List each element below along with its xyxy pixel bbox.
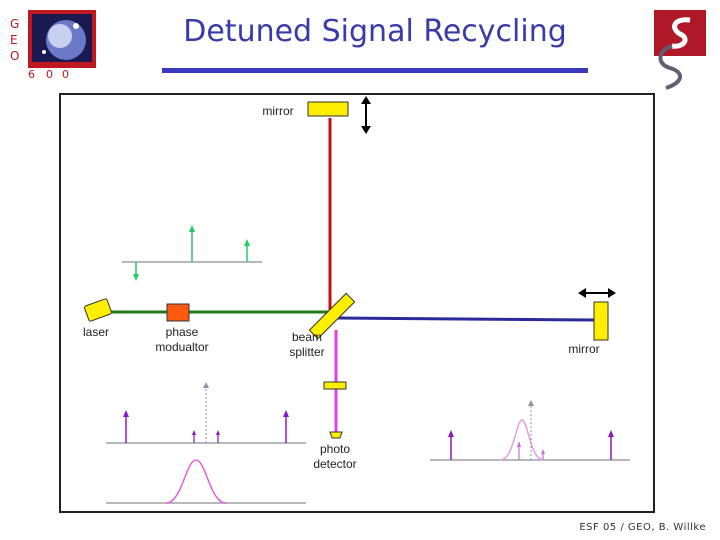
arrowhead-left-icon bbox=[578, 288, 586, 298]
right-mirror bbox=[593, 301, 609, 341]
logo-letter: E bbox=[10, 33, 18, 47]
logo-letter: 0 bbox=[46, 68, 53, 81]
slide-title: Detuned Signal Recycling bbox=[183, 14, 567, 49]
geo600-logo: G E O 6 0 0 bbox=[10, 10, 96, 81]
spectrum-output-right bbox=[430, 400, 630, 461]
beam-splitter-label: beam splitter bbox=[289, 330, 325, 359]
laser-label: laser bbox=[82, 325, 109, 339]
phase-modulator-label: phase modualtor bbox=[155, 325, 209, 354]
output-plate bbox=[323, 381, 347, 390]
slide-footer: ESF 05 / GEO, B. Willke bbox=[579, 522, 706, 533]
resonance-curve bbox=[165, 459, 227, 504]
logo-letter: 0 bbox=[62, 68, 69, 81]
photo-detector-label: photo detector bbox=[313, 442, 357, 471]
institute-logo bbox=[654, 10, 706, 90]
logo-letter: G bbox=[10, 17, 19, 31]
arrowhead-down-icon bbox=[361, 126, 371, 134]
spectrum-output-left bbox=[106, 382, 306, 504]
logo-letter: 6 bbox=[28, 68, 35, 81]
phase-modulator bbox=[166, 303, 190, 322]
beam-splitter bbox=[308, 292, 356, 340]
arm-beam-blue bbox=[337, 316, 595, 322]
arrowhead-up-icon bbox=[361, 96, 371, 104]
title-underline bbox=[162, 68, 588, 73]
top-mirror bbox=[307, 101, 349, 117]
laser bbox=[84, 298, 112, 322]
diagram-frame bbox=[59, 93, 655, 513]
detuned-resonance-curve bbox=[499, 419, 545, 461]
spectrum-modulated-light bbox=[122, 225, 262, 281]
arrowhead-right-icon bbox=[608, 288, 616, 298]
logo-letter: O bbox=[10, 49, 19, 63]
right-mirror-label: mirror bbox=[568, 342, 600, 356]
top-mirror-label: mirror bbox=[262, 104, 294, 118]
photo-detector bbox=[329, 431, 343, 439]
